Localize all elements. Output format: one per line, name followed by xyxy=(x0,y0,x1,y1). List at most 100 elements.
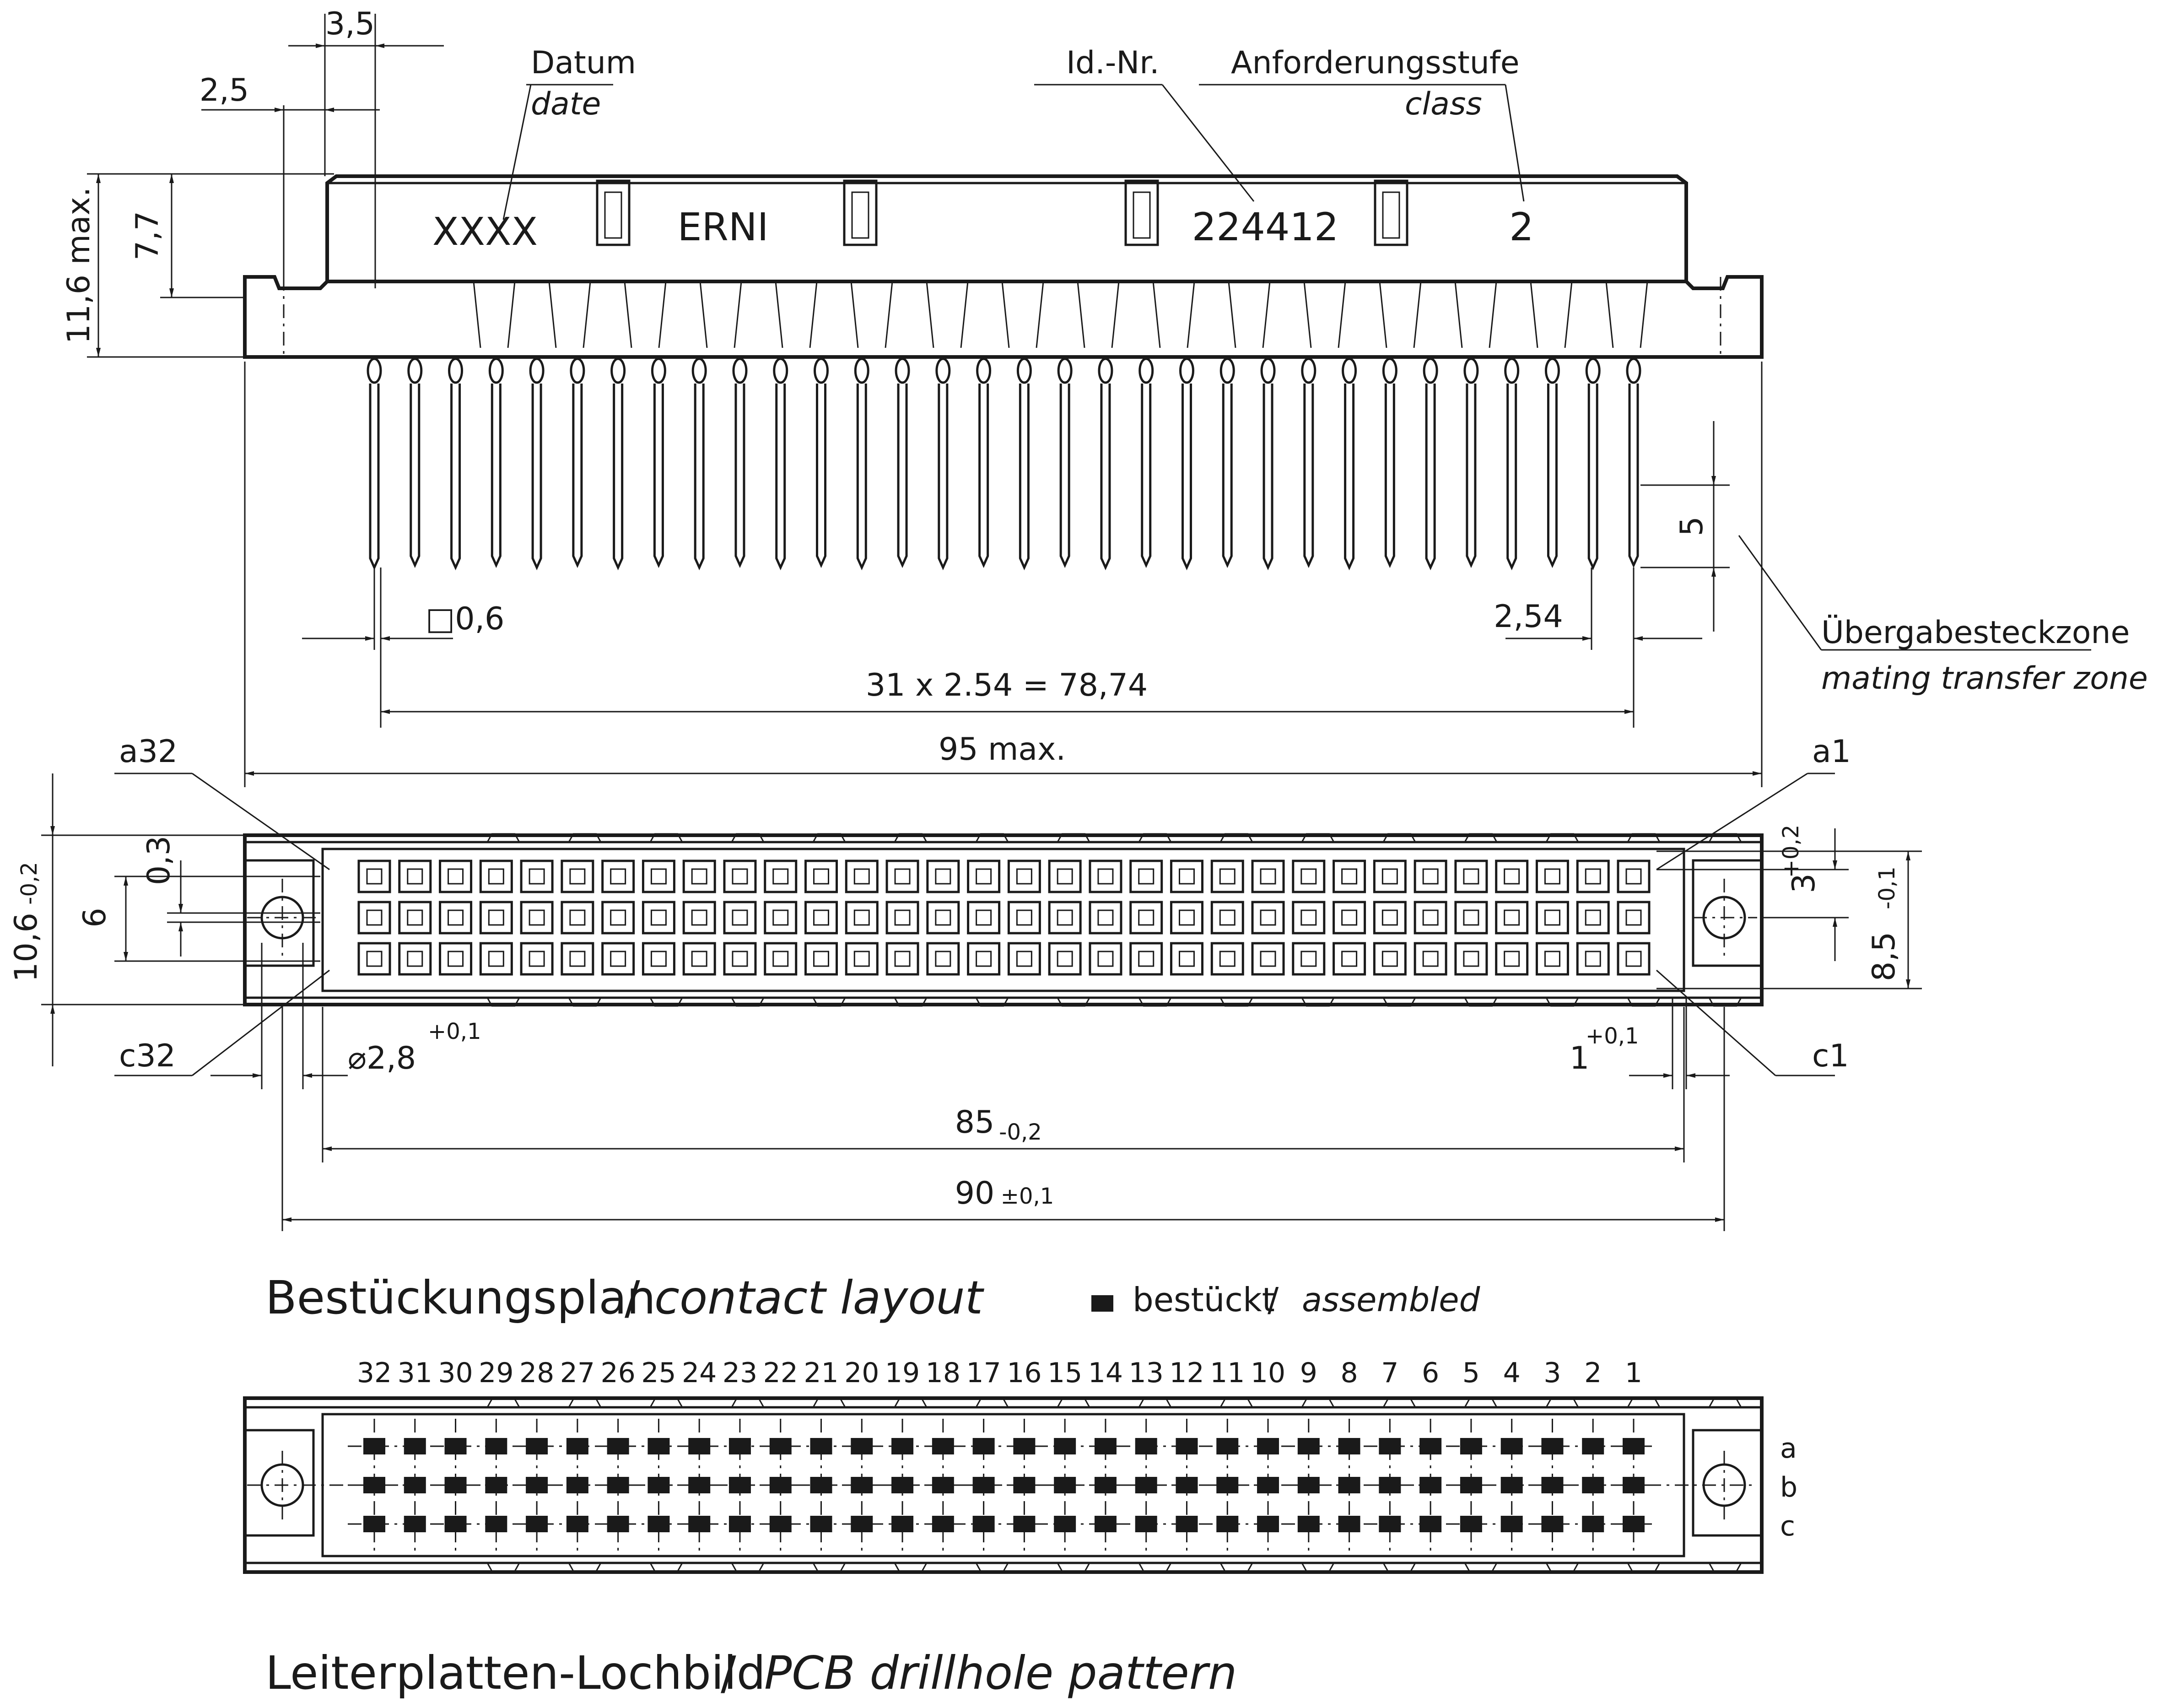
pcb-heading: Leiterplatten-Lochbild / PCB drillhole p… xyxy=(265,1646,1237,1700)
front-edge-notch xyxy=(1057,833,1090,843)
socket-cell xyxy=(1454,942,1488,976)
pin-number-label: 3 xyxy=(1543,1357,1561,1389)
pcb-pad xyxy=(1094,1477,1117,1493)
socket-contact xyxy=(366,909,383,926)
pin-head xyxy=(691,357,707,384)
socket-contact xyxy=(569,909,586,926)
row-b-label: b xyxy=(1780,1471,1797,1503)
dim-5: 5 xyxy=(1674,516,1710,536)
front-edge-notch xyxy=(975,833,1009,843)
socket-contact xyxy=(691,909,707,926)
socket-contact xyxy=(1625,909,1642,926)
pcb-pad xyxy=(363,1516,385,1532)
pcb-pad xyxy=(891,1516,914,1532)
pcb-pad xyxy=(1176,1516,1198,1532)
pin-head xyxy=(1423,357,1438,384)
pcb-edge-notch xyxy=(649,1398,683,1408)
pin-head xyxy=(651,357,666,384)
pcb-pad xyxy=(647,1516,670,1532)
pin-shank xyxy=(653,384,664,568)
pcb-edge-notch xyxy=(1301,1562,1335,1572)
socket-contact xyxy=(1544,951,1560,967)
housing-tooth xyxy=(624,281,667,348)
pcb-slash: / xyxy=(721,1646,736,1700)
socket-cell xyxy=(1333,942,1366,976)
pin-head xyxy=(895,357,910,384)
socket-cell xyxy=(1373,859,1407,893)
pcb-pad xyxy=(1379,1438,1401,1454)
socket-contact xyxy=(1097,951,1114,967)
dim-10-6-tol: -0,2 xyxy=(16,862,42,905)
pcb-pad xyxy=(1176,1438,1198,1454)
pcb-edge-notch xyxy=(486,1562,520,1572)
socket-contact xyxy=(1260,951,1276,967)
socket-contact xyxy=(488,868,504,885)
socket-cell xyxy=(601,901,635,935)
socket-contact xyxy=(407,868,423,885)
pcb-pad xyxy=(1297,1516,1320,1532)
pin-number-label: 23 xyxy=(723,1357,757,1389)
pcb-pad xyxy=(688,1516,711,1532)
class-value-text: 2 xyxy=(1509,205,1533,249)
socket-cell xyxy=(1170,942,1203,976)
pin-shank xyxy=(1059,384,1070,568)
socket-cell xyxy=(1617,942,1651,976)
socket-contact xyxy=(1138,951,1155,967)
socket-contact xyxy=(1178,951,1195,967)
socket-contact xyxy=(448,909,464,926)
socket-cell xyxy=(1495,859,1529,893)
pin-number-label: 5 xyxy=(1462,1357,1480,1389)
socket-contact xyxy=(1463,868,1479,885)
socket-contact xyxy=(529,868,545,885)
pin-number-label: 9 xyxy=(1300,1357,1317,1389)
pcb-edge-notch xyxy=(1545,1398,1579,1408)
socket-cell xyxy=(682,901,716,935)
socket-cell xyxy=(1129,901,1163,935)
pin-shank xyxy=(694,384,705,571)
socket-contact xyxy=(1585,909,1601,926)
front-edge-notch xyxy=(812,833,846,843)
front-edge-notch xyxy=(649,997,683,1007)
pcb-pad xyxy=(769,1438,792,1454)
pin-shank xyxy=(1466,384,1477,568)
pin-head xyxy=(1544,357,1560,384)
socket-contact xyxy=(448,951,464,967)
c1-label: c1 xyxy=(1812,1038,1849,1074)
housing-tooth xyxy=(548,281,591,348)
pcb-pad xyxy=(404,1438,426,1454)
socket-contact xyxy=(1463,909,1479,926)
pin-head xyxy=(854,357,869,384)
pcb-pad xyxy=(1013,1438,1036,1454)
dim-0-3: 0,3 xyxy=(141,836,177,885)
socket-contact xyxy=(1504,951,1520,967)
c32-label: c32 xyxy=(119,1038,176,1074)
pcb-edge-notch xyxy=(894,1398,928,1408)
socket-contact xyxy=(1097,868,1114,885)
pcb-pad xyxy=(566,1438,588,1454)
pin-head xyxy=(976,357,992,384)
pcb-edge-notch xyxy=(1708,1562,1742,1572)
socket-contact xyxy=(813,909,830,926)
socket-contact xyxy=(569,868,586,885)
pcb-pad xyxy=(1338,1516,1360,1532)
dim-8-5: 8,5 xyxy=(1866,932,1902,981)
row-a-label: a xyxy=(1780,1432,1797,1465)
socket-cell xyxy=(1170,901,1203,935)
socket-cell xyxy=(642,942,675,976)
dim-95: 95 max. xyxy=(939,731,1066,768)
socket-contact xyxy=(732,951,748,967)
front-edge-notch xyxy=(975,997,1009,1007)
socket-contact xyxy=(569,951,586,967)
pcb-pad xyxy=(932,1477,954,1493)
pcb-edge-notch xyxy=(1464,1398,1498,1408)
pin-number-label: 27 xyxy=(560,1357,595,1389)
pin-number-label: 8 xyxy=(1340,1357,1358,1389)
pin-number-label: 14 xyxy=(1088,1357,1123,1389)
anforderungsstufe-label: Anforderungsstufe xyxy=(1231,45,1520,81)
pcb-edge-notch xyxy=(1545,1562,1579,1572)
housing-tooth xyxy=(850,281,893,348)
assembled-slash: / xyxy=(1268,1281,1279,1319)
pcb-pad xyxy=(526,1516,548,1532)
contact-layout-slash: / xyxy=(625,1271,640,1324)
latch-inner xyxy=(851,191,869,239)
